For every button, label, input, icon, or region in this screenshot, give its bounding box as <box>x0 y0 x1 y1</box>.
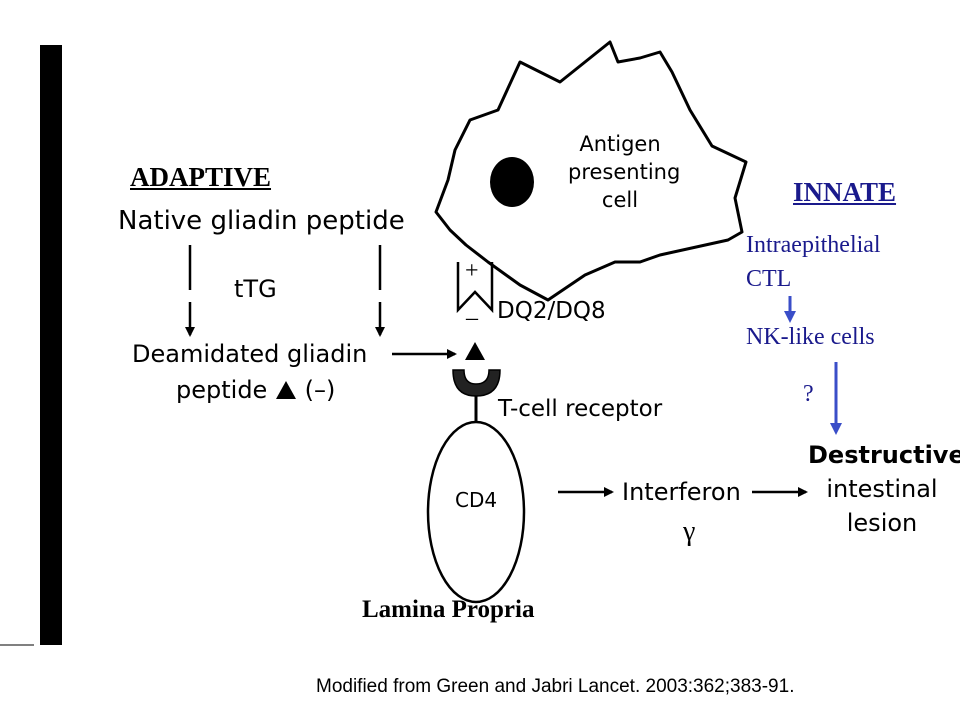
deamidated-charge: (–) <box>304 376 336 404</box>
adaptive-heading: ADAPTIVE <box>130 162 272 192</box>
tcr-label: T-cell receptor <box>498 396 663 422</box>
ttg-label: tTG <box>234 275 277 303</box>
triangle-icon <box>275 381 296 399</box>
left-border-bar <box>40 45 62 645</box>
mhc-molecule <box>456 262 494 314</box>
cell-nucleus <box>490 157 534 207</box>
lesion-label: Destructive intestinal lesion <box>808 438 960 540</box>
gamma-label: γ <box>683 516 696 547</box>
interferon-label: Interferon <box>622 478 741 506</box>
apc-label: Antigen presenting cell <box>568 130 681 214</box>
lesion-line1: Destructive <box>808 441 960 469</box>
antigen-presenting-cell <box>434 40 748 302</box>
tcr-cup <box>452 369 501 397</box>
dq-label: DQ2/DQ8 <box>497 298 606 324</box>
deamidated-peptide-word: peptide <box>176 376 268 404</box>
plus-sign: + <box>465 258 479 284</box>
apc-label-line1: Antigen <box>579 132 661 156</box>
lesion-line2: intestinal <box>826 475 938 503</box>
native-peptide-label: Native gliadin peptide <box>118 206 405 236</box>
minus-sign: – <box>466 305 478 331</box>
intraepithelial-line2: CTL <box>746 266 792 292</box>
citation: Modified from Green and Jabri Lancet. 20… <box>316 676 795 697</box>
lamina-propria-label: Lamina Propria <box>362 596 535 623</box>
question-mark: ? <box>803 381 814 407</box>
lesion-line3: lesion <box>846 509 918 537</box>
cd4-label: CD4 <box>455 488 498 512</box>
peptide-triangle <box>465 342 485 360</box>
nk-cells-label: NK-like cells <box>746 324 875 350</box>
apc-label-line3: cell <box>601 188 639 212</box>
apc-label-line2: presenting <box>568 160 681 184</box>
deamidated-label-line2: peptide (–) <box>176 376 335 404</box>
cd4-cell <box>426 420 526 604</box>
intraepithelial-line1: Intraepithelial <box>746 232 881 258</box>
intraepithelial-label: Intraepithelial CTL <box>746 228 881 296</box>
deamidated-label-line1: Deamidated gliadin <box>132 340 368 368</box>
innate-heading: INNATE <box>793 177 897 207</box>
